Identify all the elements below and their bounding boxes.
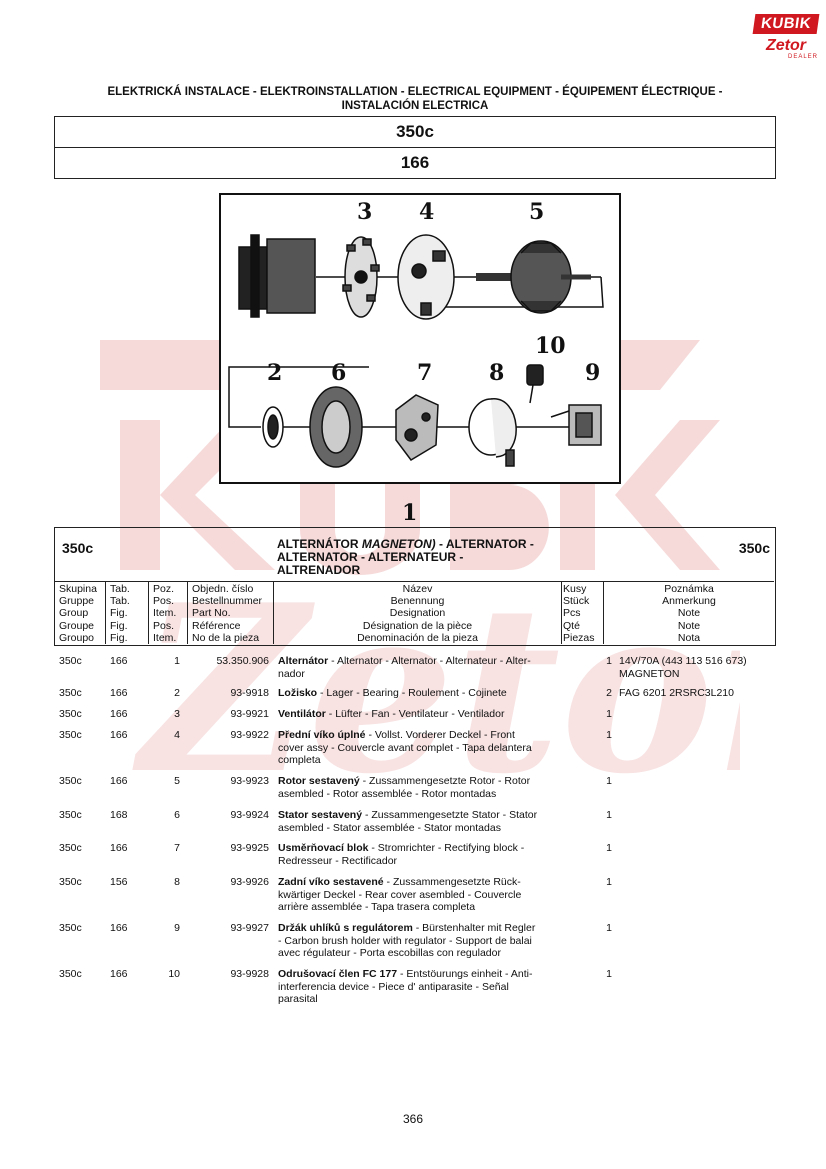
header-rule	[54, 581, 774, 582]
col-divider	[603, 581, 604, 644]
callout-8: 8	[489, 360, 505, 386]
callout-6: 6	[331, 360, 347, 386]
table-title-part2: - ALTERNATOR -	[435, 537, 534, 551]
callout-2: 2	[267, 360, 283, 386]
col-divider	[105, 581, 106, 644]
model-label: 350c	[396, 122, 434, 141]
page-number: 366	[402, 1112, 424, 1126]
table-model-left: 350c	[62, 540, 94, 556]
callout-7: 7	[417, 360, 433, 386]
section-title-line2: INSTALACIÓN ELECTRICA	[341, 100, 489, 112]
callout-3: 3	[357, 199, 373, 225]
logo-tagline: DEALER	[787, 54, 818, 60]
callout-10: 10	[535, 333, 566, 359]
callout-4: 4	[419, 199, 435, 225]
callout-9: 9	[585, 360, 601, 386]
alternator-exploded-drawing	[228, 234, 604, 495]
col-divider	[273, 581, 274, 644]
col-divider	[561, 581, 562, 644]
callout-1: 1	[402, 500, 418, 526]
table-title-line2: ALTERNATOR - ALTERNATEUR -	[277, 550, 464, 564]
col-divider	[148, 581, 149, 644]
table-number: 166	[55, 147, 775, 178]
parts-table-header	[54, 527, 776, 646]
callout-5: 5	[529, 199, 545, 225]
table-title-part1: ALTERNÁTOR	[277, 537, 362, 551]
model-box: 350c 166	[54, 116, 776, 179]
exploded-view-figure: 3 4 5 2 6 7 8 10 9	[219, 193, 621, 495]
table-title-italic: MAGNETON)	[361, 537, 436, 551]
header-tab: Tab.Tab.Fig.Fig.Fig.	[110, 583, 130, 644]
logo-sub-brand: Zetor	[766, 37, 806, 54]
table-title: ALTERNÁTOR MAGNETON) - ALTERNATOR - ALTE…	[277, 538, 567, 577]
kubik-zetor-logo: KUBIK Zetor DEALER	[752, 14, 820, 64]
table-model-right: 350c	[738, 540, 770, 556]
section-title-line1: ELEKTRICKÁ INSTALACE - ELEKTROINSTALLATI…	[107, 86, 723, 98]
table-title-line3: ALTRENADOR	[277, 563, 361, 577]
logo-brand: KUBIK	[752, 14, 820, 34]
col-divider	[187, 581, 188, 644]
header-pos: Poz.Pos.Item.Pos.Item.	[153, 583, 177, 644]
